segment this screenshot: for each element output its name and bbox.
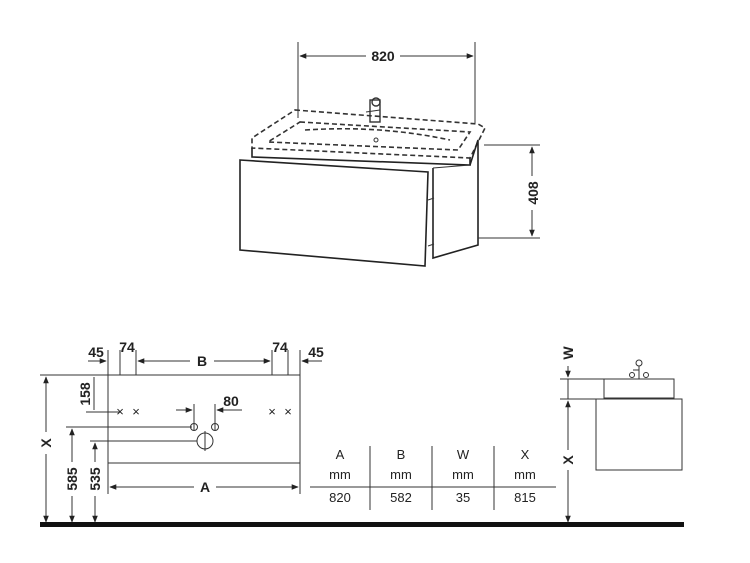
- table-header-B: B: [397, 447, 406, 462]
- mounting-point-markers: × × × ×: [116, 404, 292, 419]
- mount-mark-1: ×: [116, 404, 124, 419]
- dim-W-label: W: [560, 346, 576, 360]
- table-value-A: 820: [329, 490, 351, 505]
- table-header-X: X: [521, 447, 530, 462]
- table-unit-X: mm: [514, 467, 536, 482]
- cabinet-top-edge: [251, 148, 471, 166]
- basin-side-rect: [603, 378, 675, 399]
- faucet-icon: [365, 97, 381, 143]
- dimension-table: A B W X mm mm mm mm 820 582 35 815: [310, 446, 556, 510]
- width-820-label: 820: [371, 48, 395, 64]
- cabinet-side: [432, 139, 479, 260]
- dim-45-right-label: 45: [308, 344, 324, 360]
- dim-585-label: 585: [64, 467, 80, 491]
- dim-A-label: A: [200, 479, 210, 495]
- cabinet-side-rect: [595, 398, 683, 471]
- dim-158-label: 158: [77, 382, 93, 406]
- mount-mark-2: ×: [132, 404, 140, 419]
- dim-74-right-label: 74: [272, 339, 288, 355]
- table-value-X: 815: [514, 490, 536, 505]
- dim-X-left-label: X: [38, 438, 54, 448]
- table-value-B: 582: [390, 490, 412, 505]
- drawer-slot-line-2: [427, 243, 435, 247]
- isometric-view: 820 408: [239, 42, 541, 267]
- table-header-W: W: [457, 447, 470, 462]
- mount-mark-3: ×: [268, 404, 276, 419]
- table-value-W: 35: [456, 490, 470, 505]
- mount-mark-4: ×: [284, 404, 292, 419]
- faucet-side-icon: [629, 359, 649, 379]
- dim-B-label: B: [197, 353, 207, 369]
- table-unit-W: mm: [452, 467, 474, 482]
- drawer-front: [239, 159, 429, 267]
- basin-outline: [251, 109, 487, 159]
- cabinet-plan-rect: [107, 374, 301, 464]
- dim-74-left-label: 74: [119, 339, 135, 355]
- height-408-label: 408: [525, 181, 541, 205]
- dim-535-label: 535: [87, 467, 103, 491]
- table-unit-B: mm: [390, 467, 412, 482]
- basin-bowl-outline: [265, 121, 472, 151]
- dim-80-label: 80: [223, 393, 239, 409]
- floor-line: [40, 522, 684, 527]
- dim-X-right-label: X: [560, 455, 576, 465]
- side-view: W X: [560, 346, 683, 523]
- dim-45-left-label: 45: [88, 344, 104, 360]
- plan-view: 45 74 B 74 45 158 × × × × 80: [38, 339, 324, 523]
- basin-inner-curve: [304, 127, 451, 141]
- table-unit-A: mm: [329, 467, 351, 482]
- drawer-slot-line-1: [427, 197, 435, 201]
- table-header-A: A: [336, 447, 345, 462]
- cabinet-side-top: [432, 164, 471, 169]
- water-inlet-right-icon: [211, 423, 219, 431]
